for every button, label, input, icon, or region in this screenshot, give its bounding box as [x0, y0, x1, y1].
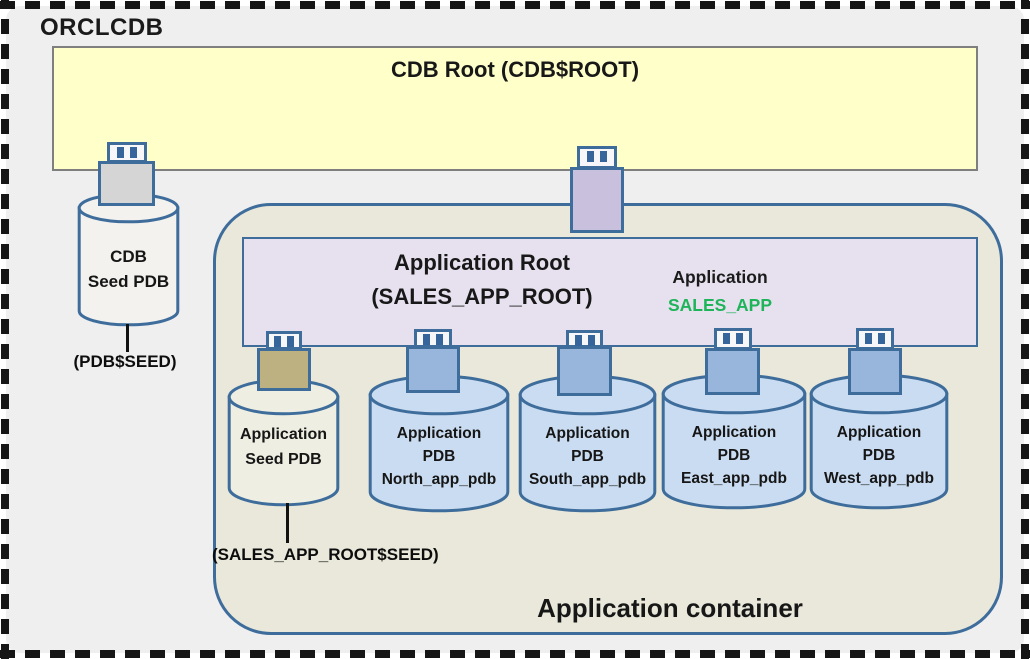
pdb-seed-caption: (PDB$SEED): [73, 352, 177, 371]
cdb-dashed-border-left: [1, 0, 9, 659]
pdb-east-line3: East_app_pdb: [681, 470, 787, 487]
pdb-east-plug-icon: [705, 328, 760, 395]
application-container-label: Application container: [537, 593, 803, 623]
pdb-south-line3: South_app_pdb: [528, 471, 647, 488]
pdb-north-line2: PDB: [422, 448, 456, 465]
pdb-east-line1: Application: [691, 424, 777, 441]
cdb-dashed-border-right: [1021, 0, 1029, 659]
orclcdb-label: ORCLCDB: [40, 14, 164, 41]
sales-app-root-seed-caption: (SALES_APP_ROOT$SEED): [212, 545, 439, 564]
cdb-seed-label-line1: CDB: [110, 247, 147, 266]
application-root-title-line2: (SALES_APP_ROOT): [371, 284, 593, 309]
pdb-west-line1: Application: [836, 424, 922, 441]
app-seed-caption-line: [286, 503, 289, 543]
application-name-block: Application SALES_APP: [600, 263, 840, 319]
application-pdb-north-cylinder: Application PDB North_app_pdb: [368, 374, 510, 513]
cdb-root-title: CDB Root (CDB$ROOT): [390, 57, 640, 82]
application-seed-pdb-cylinder: Application Seed PDB: [227, 378, 340, 507]
pdb-north-line1: Application: [396, 425, 482, 442]
application-name-sales-app: SALES_APP: [667, 295, 773, 315]
application-pdb-south-cylinder: Application PDB South_app_pdb: [518, 374, 657, 513]
application-root-title: Application Root (SALES_APP_ROOT): [244, 246, 720, 314]
cdb-root-box: CDB Root (CDB$ROOT): [52, 46, 978, 171]
pdb-south-line1: Application: [545, 425, 630, 442]
pdb-west-line2: PDB: [862, 447, 896, 464]
pdb-north-line3: North_app_pdb: [381, 471, 497, 488]
pdb-south-line2: PDB: [571, 448, 604, 465]
application-label: Application: [672, 267, 768, 287]
pdb-east-line2: PDB: [717, 447, 751, 464]
cdb-dashed-border-bottom: [0, 650, 1030, 658]
cdb-seed-pdb-cylinder: CDB Seed PDB: [77, 192, 180, 327]
application-pdb-west-cylinder: Application PDB West_app_pdb: [809, 373, 949, 510]
app-seed-plug-icon: [257, 331, 311, 391]
app-seed-label-line2: Seed PDB: [245, 451, 322, 468]
cdb-seed-plug-icon: [98, 142, 155, 206]
cdb-seed-caption-line: [126, 324, 129, 352]
app-root-plug-icon: [570, 146, 624, 233]
cdb-dashed-border-top: [0, 1, 1030, 9]
pdb-west-line3: West_app_pdb: [824, 470, 934, 487]
pdb-north-plug-icon: [406, 329, 460, 393]
pdb-west-plug-icon: [848, 328, 902, 395]
pdb-south-plug-icon: [557, 330, 612, 396]
app-seed-label-line1: Application: [239, 426, 328, 443]
cdb-seed-label-line2: Seed PDB: [87, 272, 170, 291]
application-root-title-line1: Application Root: [394, 250, 570, 275]
